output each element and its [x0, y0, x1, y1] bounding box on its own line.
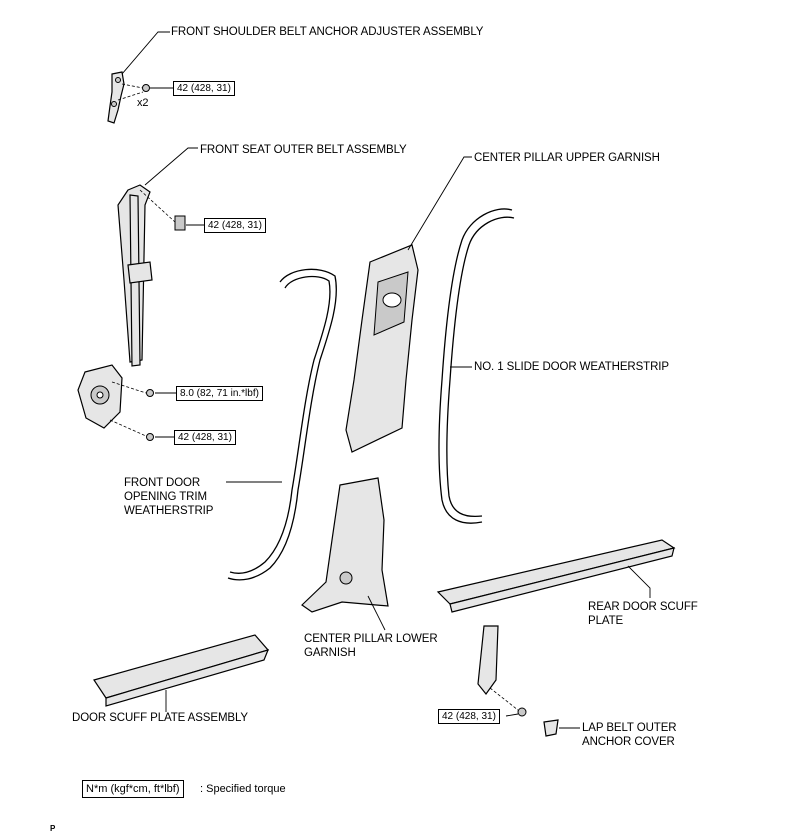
label-door-scuff: DOOR SCUFF PLATE ASSEMBLY: [72, 712, 249, 724]
belt-upper-nut-icon: [174, 215, 186, 231]
shoulder-anchor-adjuster-part: [107, 71, 150, 124]
label-pillar-upper: CENTER PILLAR UPPER GARNISH: [474, 152, 660, 164]
center-pillar-upper-garnish-part: [345, 244, 419, 453]
slide-door-weatherstrip-part: [438, 208, 515, 524]
torque-lap-anchor: 42 (428, 31): [438, 709, 500, 724]
lap-anchor-bolt-icon: [517, 707, 527, 717]
torque-belt-mid: 8.0 (82, 71 in.*lbf): [176, 386, 263, 401]
label-rear-scuff: REAR DOOR SCUFF PLATE: [588, 601, 698, 627]
corner-mark: P: [50, 824, 56, 833]
lap-belt-outer-anchor-cover-part: [543, 719, 559, 737]
label-shoulder-adjuster: FRONT SHOULDER BELT ANCHOR ADJUSTER ASSE…: [171, 26, 484, 38]
adjuster-bolt-icon: [142, 84, 150, 92]
torque-belt-upper: 42 (428, 31): [204, 218, 266, 233]
center-pillar-lower-garnish-part: [301, 477, 389, 613]
lower-garnish-clip-icon: [339, 571, 353, 585]
door-scuff-plate-assembly-part: [93, 634, 270, 707]
belt-lower-bolt-icon: [146, 433, 154, 441]
label-slide-weatherstrip: NO. 1 SLIDE DOOR WEATHERSTRIP: [474, 361, 669, 373]
legend-description: : Specified torque: [200, 783, 286, 795]
rear-door-scuff-plate-part: [436, 539, 676, 613]
belt-mid-bolt-icon: [146, 389, 154, 397]
front-seat-outer-belt-part: [77, 184, 186, 441]
label-pillar-lower: CENTER PILLAR LOWER GARNISH: [304, 633, 438, 659]
label-lap-belt-cover: LAP BELT OUTER ANCHOR COVER: [582, 722, 677, 748]
torque-adjuster: 42 (428, 31): [173, 81, 235, 96]
label-quantity: x2: [137, 97, 149, 109]
label-front-door-trim: FRONT DOOR OPENING TRIM WEATHERSTRIP: [124, 477, 214, 517]
torque-belt-lower: 42 (428, 31): [174, 430, 236, 445]
front-door-weatherstrip-part: [227, 268, 337, 581]
pillar-anchor-opening-icon: [382, 292, 402, 308]
lap-belt-anchor-part: [477, 625, 527, 717]
legend-unit-box: N*m (kgf*cm, ft*lbf): [82, 780, 184, 798]
label-outer-belt: FRONT SEAT OUTER BELT ASSEMBLY: [200, 144, 407, 156]
